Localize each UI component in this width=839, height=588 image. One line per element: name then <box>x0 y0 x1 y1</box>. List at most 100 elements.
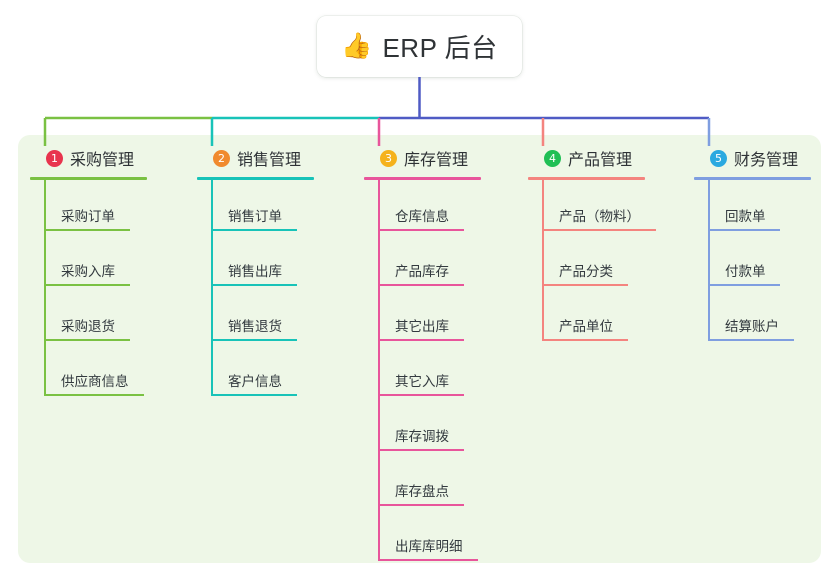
branch-underline-2 <box>197 177 314 180</box>
branch-items-5: 回款单付款单结算账户 <box>694 180 811 345</box>
branch-spine-5 <box>708 180 710 341</box>
branch-item-underline <box>211 394 297 396</box>
branch-item[interactable]: 库存盘点 <box>364 455 481 510</box>
branch-item-label: 销售出库 <box>228 264 282 279</box>
branch-4[interactable]: 4 产品管理产品（物料） 产品分类产品单位 <box>528 145 656 345</box>
branch-item[interactable]: 采购订单 <box>30 180 147 235</box>
branch-5[interactable]: 5 财务管理回款单付款单结算账户 <box>694 145 811 345</box>
branch-header-2[interactable]: 2 销售管理 <box>197 145 314 171</box>
branch-item-label: 销售订单 <box>228 209 282 224</box>
branch-item-label: 仓库信息 <box>395 209 449 224</box>
branch-item[interactable]: 产品分类 <box>528 235 645 290</box>
branch-spine-1 <box>44 180 46 396</box>
branch-2[interactable]: 2 销售管理销售订单销售出库销售退货客户信息 <box>197 145 314 400</box>
branch-item-underline <box>708 284 780 286</box>
branch-item-label: 产品（物料） <box>559 209 640 224</box>
branch-item-label: 供应商信息 <box>61 374 129 389</box>
branch-item[interactable]: 客户信息 <box>197 345 314 400</box>
branch-title-3: 库存管理 <box>404 152 469 169</box>
branch-spine-3 <box>378 180 380 561</box>
branch-item-label: 产品分类 <box>559 264 613 279</box>
branch-item-underline <box>708 229 780 231</box>
branch-item-label: 付款单 <box>725 264 766 279</box>
branch-title-1: 采购管理 <box>70 152 135 169</box>
branch-item-underline <box>542 339 628 341</box>
branch-badge-1: 1 <box>46 149 63 167</box>
branch-item-underline <box>708 339 794 341</box>
branch-item-underline <box>211 229 297 231</box>
branch-item[interactable]: 产品（物料） <box>528 180 656 235</box>
branch-item-underline <box>378 449 464 451</box>
branch-item-label: 出库库明细 <box>395 539 463 554</box>
branch-item[interactable]: 销售订单 <box>197 180 314 235</box>
branch-item[interactable]: 销售退货 <box>197 290 314 345</box>
branch-item-label: 采购订单 <box>61 209 115 224</box>
branch-item-underline <box>378 504 464 506</box>
branch-item-label: 库存调拨 <box>395 429 449 444</box>
branch-badge-3: 3 <box>380 149 397 167</box>
branch-underline-4 <box>528 177 645 180</box>
branch-item[interactable]: 结算账户 <box>694 290 811 345</box>
branch-item[interactable]: 仓库信息 <box>364 180 481 235</box>
branch-item-label: 其它入库 <box>395 374 449 389</box>
branch-header-1[interactable]: 1 采购管理 <box>30 145 147 171</box>
branch-item[interactable]: 回款单 <box>694 180 811 235</box>
branch-item-underline <box>542 229 656 231</box>
branch-spine-2 <box>211 180 213 396</box>
branch-items-4: 产品（物料） 产品分类产品单位 <box>528 180 656 345</box>
branch-header-5[interactable]: 5 财务管理 <box>694 145 811 171</box>
branch-item-underline <box>44 394 144 396</box>
branch-item-label: 销售退货 <box>228 319 282 334</box>
branch-underline-5 <box>694 177 811 180</box>
branch-item-underline <box>211 339 297 341</box>
branch-items-3: 仓库信息产品库存其它出库其它入库库存调拨库存盘点出库库明细 <box>364 180 481 565</box>
branch-item-underline <box>378 394 464 396</box>
branch-item[interactable]: 供应商信息 <box>30 345 147 400</box>
branch-item-underline <box>378 229 464 231</box>
branch-item-underline <box>378 284 464 286</box>
root-node[interactable]: 👍 ERP 后台 <box>317 16 522 77</box>
branch-items-2: 销售订单销售出库销售退货客户信息 <box>197 180 314 400</box>
branch-item-underline <box>211 284 297 286</box>
branch-item-underline <box>44 229 130 231</box>
branch-item-underline <box>378 559 478 561</box>
branch-item-label: 客户信息 <box>228 374 282 389</box>
branch-item[interactable]: 出库库明细 <box>364 510 481 565</box>
branch-spine-4 <box>542 180 544 341</box>
branch-badge-5: 5 <box>710 149 727 167</box>
branch-item[interactable]: 采购退货 <box>30 290 147 345</box>
branch-item[interactable]: 其它出库 <box>364 290 481 345</box>
branch-item[interactable]: 产品库存 <box>364 235 481 290</box>
branch-item[interactable]: 其它入库 <box>364 345 481 400</box>
branch-item-label: 采购退货 <box>61 319 115 334</box>
branch-underline-1 <box>30 177 147 180</box>
branch-title-5: 财务管理 <box>734 152 799 169</box>
branch-badge-4: 4 <box>544 149 561 167</box>
root-title: ERP 后台 <box>382 33 498 63</box>
branch-item[interactable]: 库存调拨 <box>364 400 481 455</box>
branch-item-label: 其它出库 <box>395 319 449 334</box>
branch-item-label: 回款单 <box>725 209 766 224</box>
branch-1[interactable]: 1 采购管理采购订单采购入库采购退货供应商信息 <box>30 145 147 400</box>
branch-title-2: 销售管理 <box>237 152 302 169</box>
branch-underline-3 <box>364 177 481 180</box>
branch-item[interactable]: 产品单位 <box>528 290 645 345</box>
branch-item-underline <box>44 339 130 341</box>
branch-item[interactable]: 销售出库 <box>197 235 314 290</box>
branch-item[interactable]: 采购入库 <box>30 235 147 290</box>
branch-title-4: 产品管理 <box>568 152 633 169</box>
branch-item-label: 库存盘点 <box>395 484 449 499</box>
thumbs-up-icon: 👍 <box>341 32 373 60</box>
branch-header-3[interactable]: 3 库存管理 <box>364 145 481 171</box>
branch-item[interactable]: 付款单 <box>694 235 811 290</box>
branch-item-underline <box>44 284 130 286</box>
branch-3[interactable]: 3 库存管理仓库信息产品库存其它出库其它入库库存调拨库存盘点出库库明细 <box>364 145 481 565</box>
branch-item-label: 产品库存 <box>395 264 449 279</box>
branches-panel <box>18 135 821 563</box>
branch-item-underline <box>378 339 464 341</box>
branch-items-1: 采购订单采购入库采购退货供应商信息 <box>30 180 147 400</box>
branch-item-underline <box>542 284 628 286</box>
branch-header-4[interactable]: 4 产品管理 <box>528 145 645 171</box>
branch-badge-2: 2 <box>213 149 230 167</box>
